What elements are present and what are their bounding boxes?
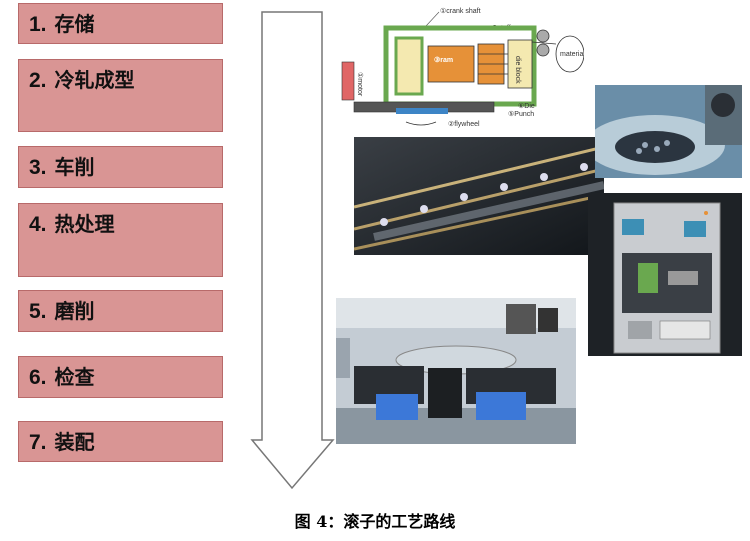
- step-label: 车削: [54, 155, 95, 179]
- step-number: 2.: [29, 69, 47, 92]
- rollers-bin-photo: [595, 85, 742, 178]
- label-material: material: [560, 51, 584, 58]
- step-number: 1.: [29, 13, 47, 36]
- step-cold-forming: 2. 冷轧成型: [18, 59, 223, 132]
- step-label: 检查: [54, 365, 95, 389]
- step-number: 4.: [29, 213, 47, 236]
- cold-header-schematic: ①crank shaft Cutoff ③ram die block mater…: [336, 4, 584, 130]
- step-heat-treatment: 4. 热处理: [18, 203, 223, 277]
- step-label: 装配: [54, 430, 95, 454]
- step-number: 3.: [29, 156, 47, 179]
- turning-photo: [354, 137, 604, 255]
- step-number: 7.: [29, 431, 47, 454]
- inspection-machine-photo: [588, 193, 742, 356]
- label-die-block: die block: [514, 56, 521, 84]
- step-inspection: 6. 检查: [18, 356, 223, 398]
- step-turning: 3. 车削: [18, 146, 223, 188]
- process-flow-arrow: [250, 11, 335, 490]
- step-grinding: 5. 磨削: [18, 290, 223, 332]
- label-die: ⑥Die: [518, 102, 535, 110]
- step-number: 5.: [29, 300, 47, 323]
- label-flywheel: ②flywheel: [448, 120, 480, 128]
- figure-caption: 图 4：滚子的工艺路线: [294, 512, 456, 531]
- step-label: 冷轧成型: [54, 68, 135, 92]
- step-label: 热处理: [54, 212, 115, 236]
- step-label: 存储: [54, 12, 95, 36]
- label-ram: ③ram: [434, 56, 453, 64]
- label-crank-shaft: ①crank shaft: [440, 7, 481, 15]
- step-number: 6.: [29, 366, 47, 389]
- label-motor: ①motor: [356, 72, 364, 97]
- step-assembly: 7. 装配: [18, 421, 223, 462]
- step-label: 磨削: [54, 299, 95, 323]
- label-punch: ⑤Punch: [508, 110, 534, 118]
- step-storage: 1. 存储: [18, 3, 223, 44]
- assembly-station-photo: [336, 298, 576, 444]
